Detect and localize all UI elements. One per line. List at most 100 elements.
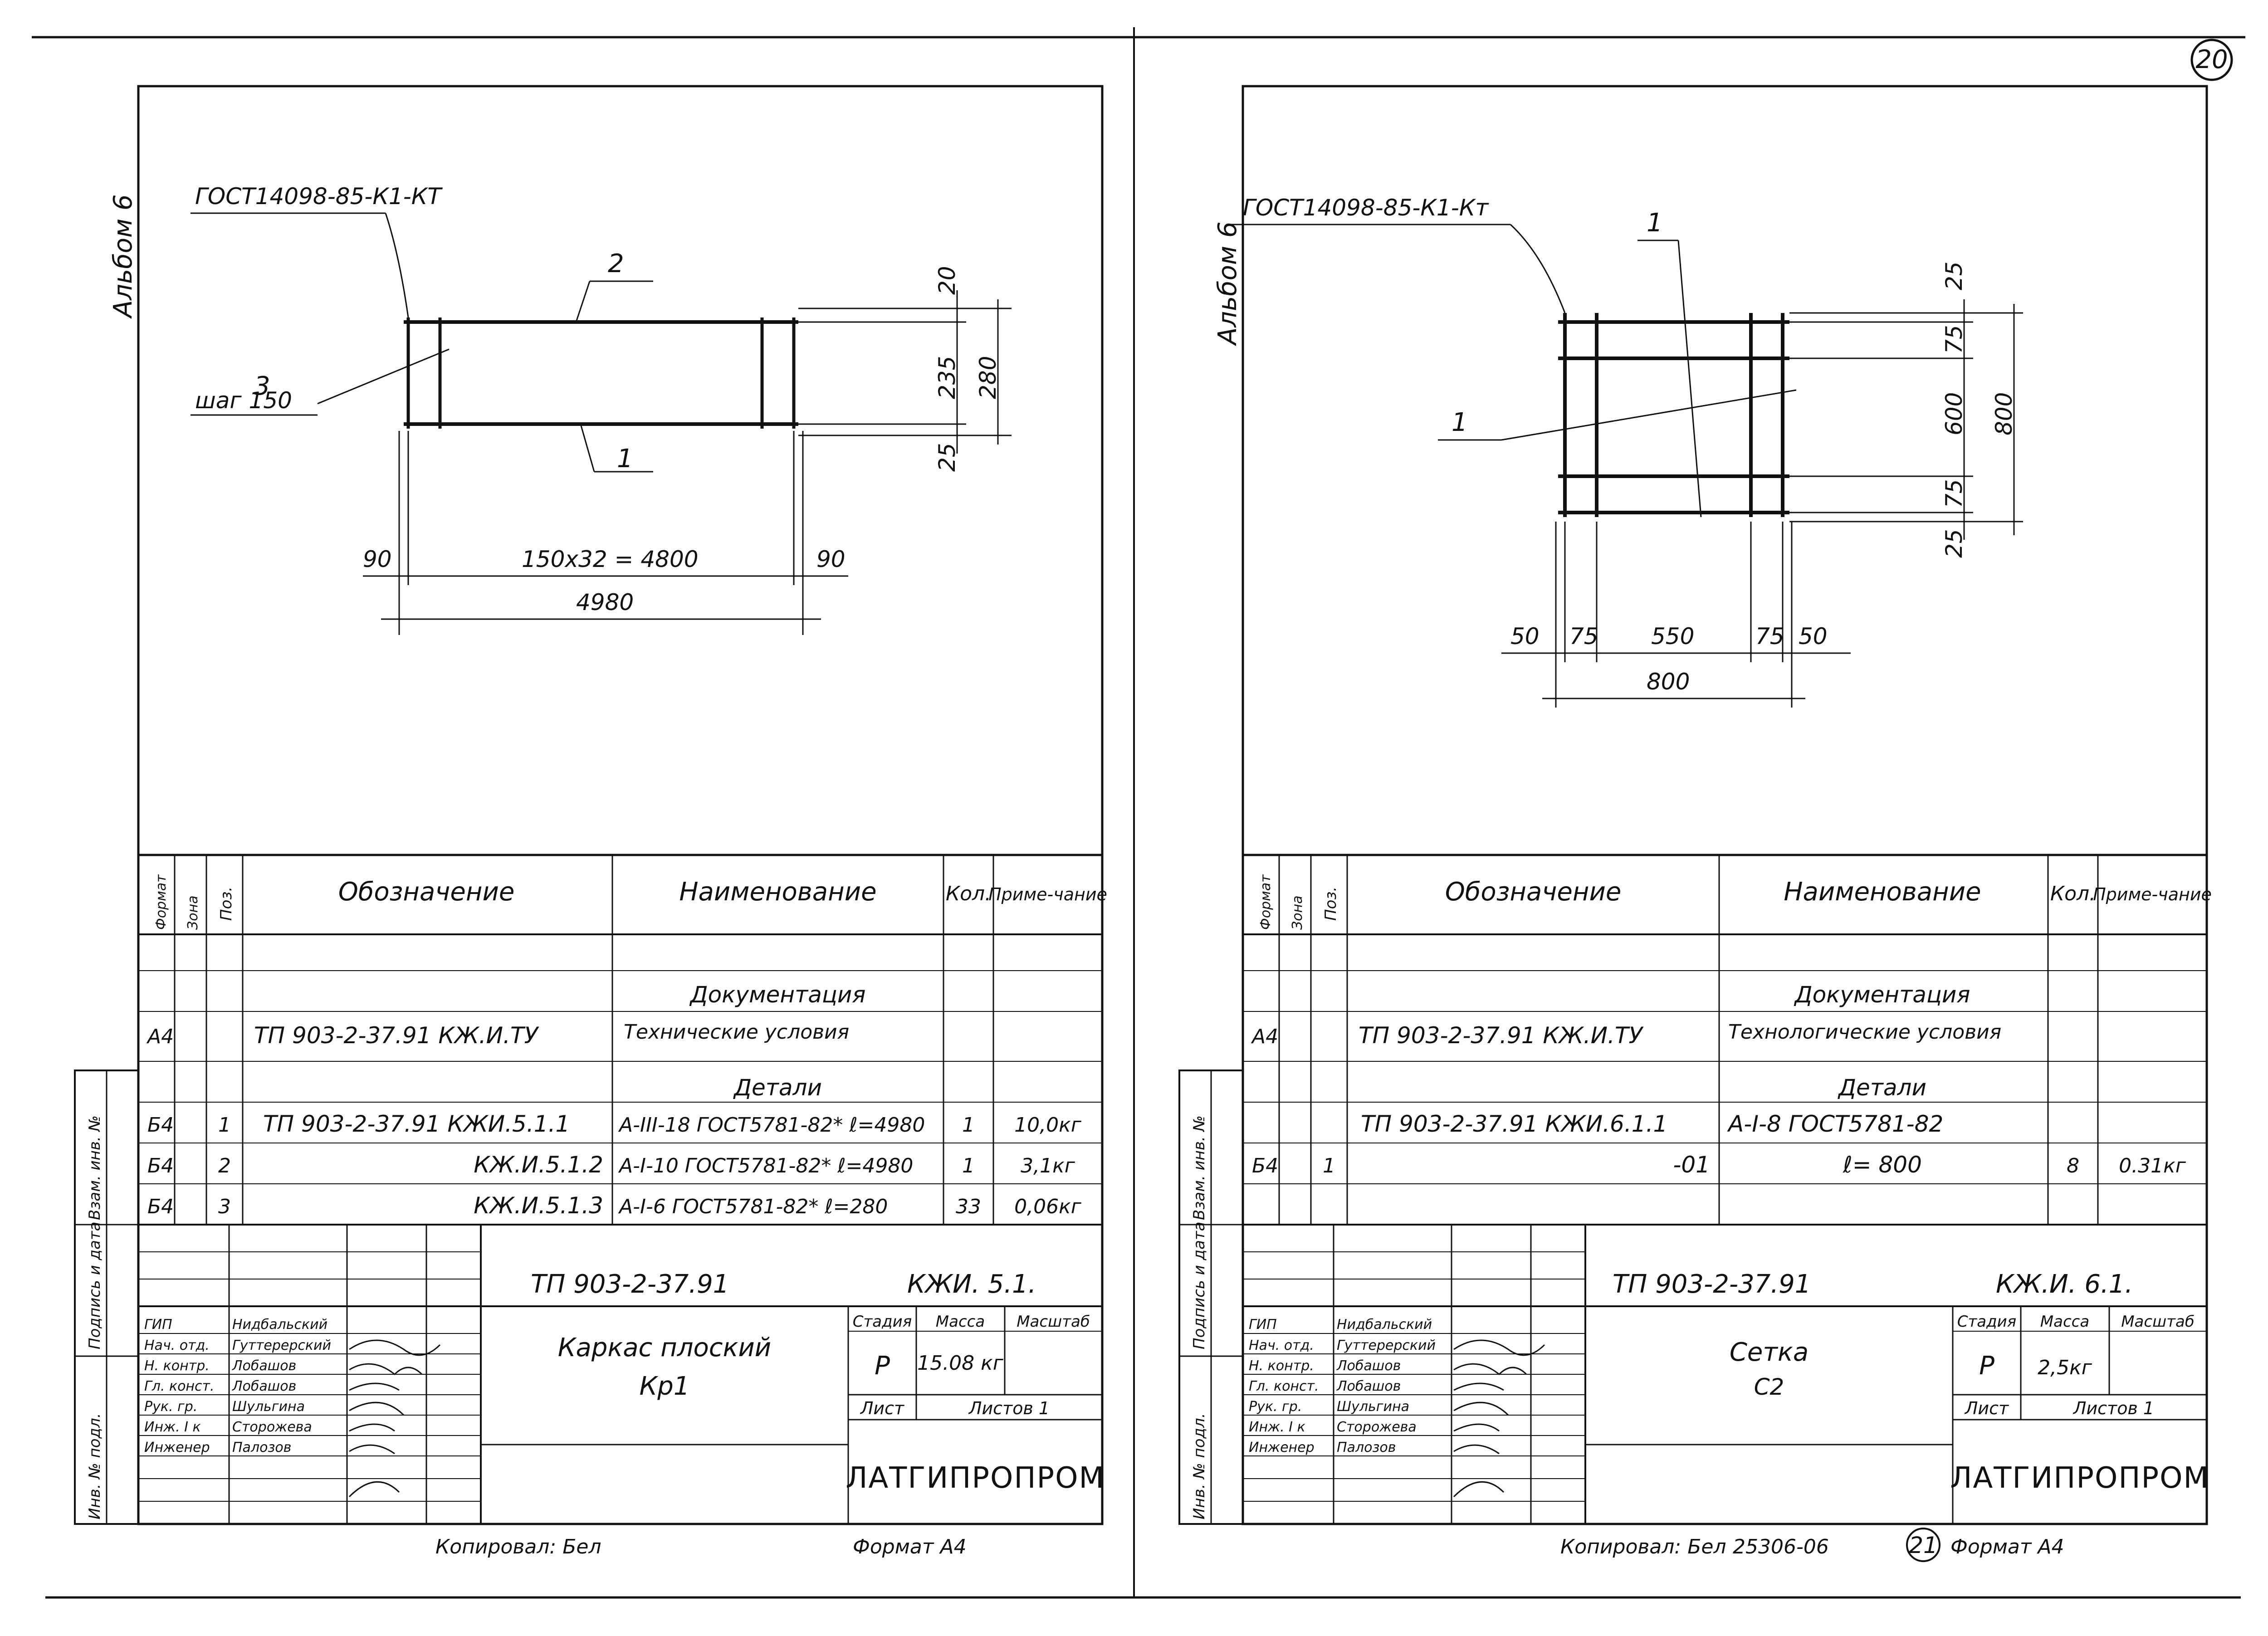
side-stamp [74,1070,139,1525]
role-4: Гл. конст. [144,1378,215,1394]
dim-800-horizontal: 800 [1647,669,1690,695]
scale-label-2: Масштаб [2121,1313,2195,1331]
stamp-inv-orig-2: Инв. № подл. [1190,1413,1208,1519]
name-7-2: Палозов [1337,1440,1396,1455]
row-2-note: 10,0кг [1014,1113,1082,1137]
role-2-2: Нач. отд. [1249,1338,1314,1353]
header-qty: Кол. [946,882,991,905]
row-3-note: 3,1кг [1021,1154,1075,1177]
row-3-name: А-I-10 ГОСТ5781-82* ℓ=4980 [618,1154,913,1177]
side-stamp-2 [1178,1070,1244,1525]
weld-note: ГОСТ14098-85-К1-КТ [195,183,443,210]
position-1-left: 1 [1452,408,1468,437]
dim-middle: 150х32 = 4800 [522,546,699,572]
dim-550: 550 [1651,623,1694,650]
stamp-inv-orig: Инв. № подл. [86,1413,104,1519]
header-format: Формат [153,874,169,930]
position-2-label: 2 [608,249,624,278]
row-1-format: А4 [146,1025,174,1048]
inventory-number: 25306-06 [1733,1535,1829,1558]
stage-value-2: Р [1979,1351,1994,1381]
role-1: ГИП [144,1317,172,1333]
sheets-label: Листов 1 [968,1398,1050,1418]
header-zone: Зона [185,895,201,930]
role-1-2: ГИП [1249,1317,1277,1333]
name-4-2: Лобашов [1336,1378,1401,1394]
stage-value: Р [875,1351,890,1381]
dim-75-top: 75 [1941,325,1967,354]
stamp-sign-date: Подпись и дата [86,1221,104,1349]
title-line-2-2: С2 [1754,1374,1784,1400]
page-number-circle [2190,39,2233,81]
spec-table [138,854,1102,1226]
dim-25-bottom: 25 [1941,529,1967,558]
row-1-name-2: Технологические условия [1728,1021,2001,1044]
row-3-pos: 2 [218,1154,231,1177]
sheet-left: Альбом 6 [74,85,1107,1558]
dim-25-top: 25 [1941,261,1967,290]
header-name-2: Наименование [1784,877,1981,907]
sheet-right: Альбом 6 [1178,85,2212,1562]
row-3-qty: 1 [962,1154,975,1177]
row-3-pos-2: 1 [1323,1154,1335,1177]
name-2: Гуттерерский [232,1338,331,1353]
dim-800-vertical: 800 [1991,392,2017,435]
role-5-2: Рук. гр. [1249,1399,1302,1415]
position-1-top: 1 [1647,208,1663,238]
dim-75-left: 75 [1569,623,1598,650]
dim-50-right: 50 [1799,623,1828,650]
mass-value-2: 2,5кг [2038,1356,2092,1379]
row-2-qty: 1 [962,1113,975,1137]
dim-280: 280 [975,356,1001,399]
role-7: Инженер [144,1440,210,1455]
sheets-label-2: Листов 1 [2072,1398,2154,1418]
dim-235: 235 [934,356,960,399]
name-4: Лобашов [232,1378,296,1394]
copied-by-2: Копировал: Бел [1560,1535,1726,1558]
sheet-label-2: Лист [1964,1398,2009,1418]
header-designation: Обозначение [338,877,515,907]
name-3: Лобашов [232,1358,296,1374]
sheet-code: КЖИ. 5.1. [907,1270,1036,1299]
header-name: Наименование [679,877,876,907]
copied-by: Копировал: Бел [435,1535,601,1558]
name-6: Сторожева [232,1419,312,1435]
row-3-format-2: Б4 [1252,1154,1278,1177]
row-4-designation: КЖ.И.5.1.3 [474,1192,603,1219]
role-3: Н. контр. [144,1358,210,1374]
name-1-2: Нидбальский [1337,1317,1432,1333]
row-1-designation-2: ТП 903-2-37.91 КЖ.И.ТУ [1359,1022,1644,1049]
row-4-qty: 33 [956,1195,981,1218]
dim-600: 600 [1941,392,1967,435]
role-3-2: Н. контр. [1249,1358,1314,1374]
row-1-designation: ТП 903-2-37.91 КЖ.И.ТУ [254,1022,539,1049]
row-1-name: Технические условия [624,1021,849,1044]
row-4-name: А-I-6 ГОСТ5781-82* ℓ=280 [618,1195,888,1218]
row-3-format: Б4 [147,1154,174,1177]
title-line-1-2: Сетка [1730,1338,1809,1367]
step-label: шаг 150 [195,387,292,414]
section-docs-2: Документация [1794,982,1970,1008]
mesh-drawing [1229,224,2023,708]
stamp-inv-new-2: Взам. инв. № [1190,1115,1208,1220]
row-4-note: 0,06кг [1014,1195,1082,1218]
name-5-2: Шульгина [1337,1399,1409,1415]
title-block [138,1225,1102,1524]
weld-note-2: ГОСТ14098-85-К1-Кт [1243,195,1489,221]
section-docs: Документация [689,982,866,1008]
album-label-2: Альбом 6 [1213,221,1242,346]
row-3-note-2: 0.31кг [2119,1154,2186,1177]
sheet-label: Лист [860,1398,905,1418]
role-6: Инж. I к [144,1419,201,1435]
dim-50-left: 50 [1510,623,1540,650]
section-parts: Детали [733,1074,822,1101]
row-2-format: Б4 [147,1113,174,1137]
row-2-designation-2: ТП 903-2-37.91 КЖИ.6.1.1 [1361,1111,1667,1137]
row-4-pos: 3 [218,1195,231,1218]
row-1-format-2: А4 [1251,1025,1278,1048]
dim-75-right: 75 [1755,623,1784,650]
stamp-inv-new: Взам. инв. № [86,1115,104,1220]
role-2: Нач. отд. [144,1338,210,1353]
position-3-label: 3 [254,371,270,401]
